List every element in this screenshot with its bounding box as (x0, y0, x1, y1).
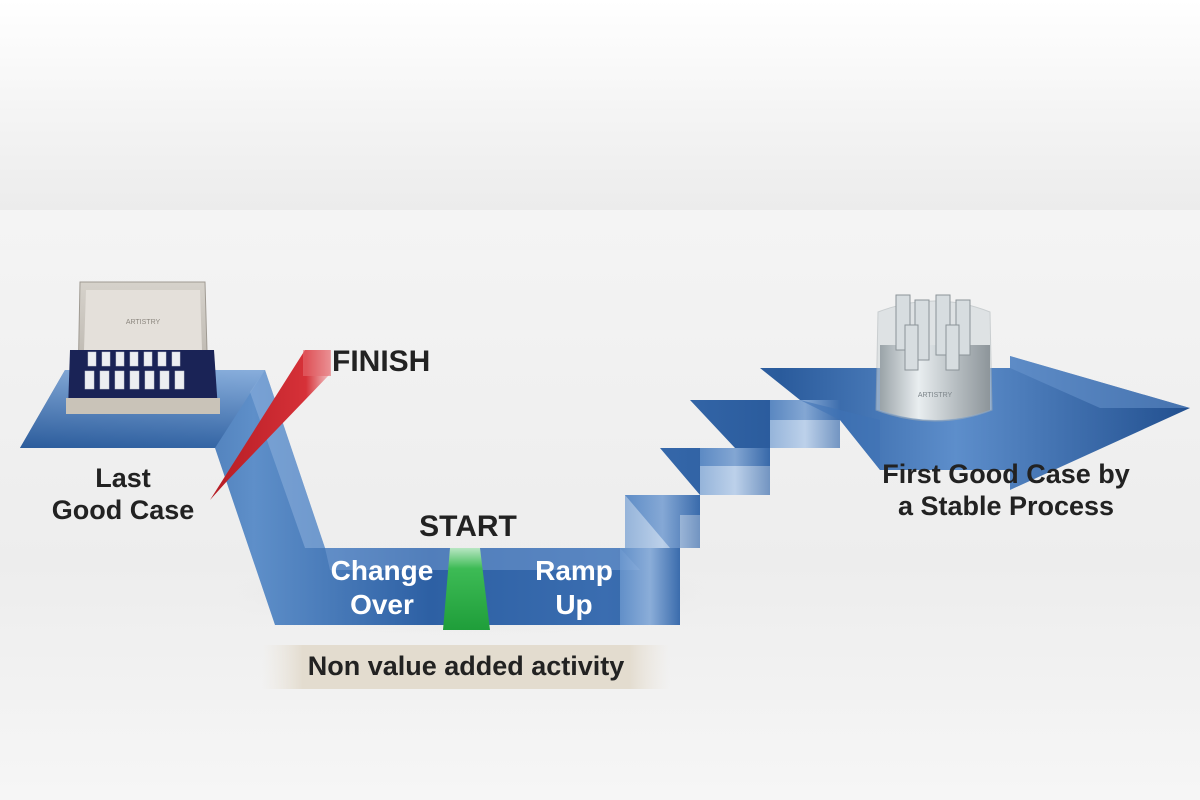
ramp-up-line-2: Up (555, 588, 593, 620)
first-good-case-label: First Good Case by a Stable Process (856, 458, 1156, 523)
ramp-up-line-1: Ramp (535, 555, 613, 586)
jar-brand: ARTISTRY (918, 392, 953, 399)
start-block (443, 548, 490, 630)
start-label: START (419, 510, 517, 543)
gift-box-brand: ARTISTRY (126, 319, 161, 326)
step-riser-1 (620, 548, 680, 625)
step-riser-3 (700, 448, 770, 495)
arrow-head-highlight (1010, 356, 1190, 408)
change-over-label: Change Over (320, 554, 444, 621)
ramp-up-label: Ramp Up (518, 554, 630, 621)
finish-line (210, 350, 330, 500)
jar-product-icon: ARTISTRY (875, 294, 993, 422)
change-over-line-1: Change (330, 555, 434, 586)
first-good-case-line-1: First Good Case by (882, 459, 1130, 489)
last-good-case-line-1: Last (95, 463, 151, 493)
process-ribbon (20, 356, 1190, 625)
last-good-case-label: Last Good Case (28, 462, 218, 527)
non-value-added-band (262, 645, 670, 689)
floor-highlight (325, 548, 640, 570)
step-top (800, 400, 880, 470)
step-riser-4 (770, 400, 840, 448)
finish-flag-fade (303, 350, 331, 376)
last-good-case-line-2: Good Case (51, 495, 195, 526)
finish-label: FINISH (332, 345, 431, 378)
step-riser-2 (625, 495, 700, 548)
first-good-case-line-2: a Stable Process (897, 491, 1115, 522)
change-over-line-2: Over (350, 588, 414, 620)
non-value-added-label: Non value added activity (307, 651, 625, 681)
gift-box-product-icon: ARTISTRY (66, 281, 220, 414)
top-banner-background (0, 0, 1200, 210)
